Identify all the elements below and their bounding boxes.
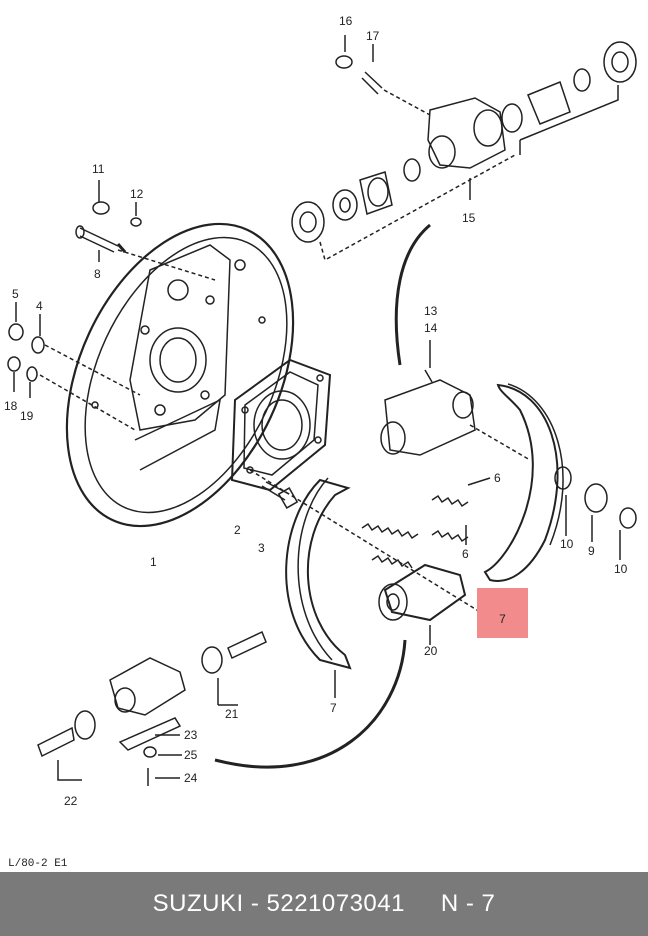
diagram-position: N - 7 — [440, 890, 496, 917]
callout-18: 18 — [4, 399, 18, 413]
callout-11: 11 — [92, 162, 105, 176]
callout-10-shoe: 10 — [560, 537, 574, 551]
brand-name: SUZUKI — [152, 890, 244, 917]
callout-13: 13 — [424, 304, 438, 318]
callout-20: 20 — [424, 644, 438, 658]
callout-4: 4 — [36, 299, 43, 313]
callout-5: 5 — [12, 287, 19, 301]
callout-23: 23 — [184, 728, 198, 742]
part-info-bar: SUZUKI - 5221073041 N - 7 — [0, 872, 648, 936]
callout-9: 9 — [588, 544, 595, 558]
drawing-reference: L/80-2 E1 — [8, 858, 68, 870]
brake-assembly-diagram: 16 17 15 11 12 8 5 4 18 19 13 14 6 6 10 … — [4, 14, 637, 808]
callout-25: 25 — [184, 748, 198, 762]
brake-shoe-right — [483, 383, 637, 582]
return-springs — [361, 477, 491, 569]
callout-labels: 16 17 15 11 12 8 5 4 18 19 13 14 6 6 10 … — [4, 14, 628, 808]
callout-19: 19 — [20, 409, 34, 423]
callout-3: 3 — [258, 541, 265, 555]
lower-adjuster-parts — [37, 630, 267, 786]
brake-cable — [214, 223, 431, 769]
callout-1: 1 — [150, 555, 157, 569]
backing-plate — [65, 222, 295, 528]
shoe-adjuster — [249, 424, 531, 645]
footer-gap — [405, 890, 441, 918]
flange-bolt — [261, 481, 299, 509]
callout-22: 22 — [64, 794, 78, 808]
brake-shoe-left — [285, 477, 352, 698]
callout-15: 15 — [462, 211, 476, 225]
part-number: 5221073041 — [266, 890, 405, 917]
callout-17: 17 — [366, 29, 380, 43]
callout-6-upper: 6 — [494, 471, 501, 485]
callout-21: 21 — [225, 707, 239, 721]
upper-wheel-cylinder-exploded — [291, 41, 637, 262]
callout-7: 7 — [330, 701, 337, 715]
highlighted-part-marker[interactable]: 7 — [477, 588, 528, 638]
callout-12: 12 — [130, 187, 144, 201]
highlighted-part-label: 7 — [499, 612, 506, 626]
mounting-bolt — [75, 180, 216, 281]
nuts-and-washers — [7, 302, 141, 431]
bleeder-screw — [335, 35, 431, 116]
callout-16: 16 — [339, 14, 353, 28]
callout-10-washer: 10 — [614, 562, 628, 576]
flange-gasket — [230, 358, 332, 492]
wheel-cylinder — [380, 340, 476, 456]
callout-24: 24 — [184, 771, 198, 785]
footer-separator: - — [243, 890, 267, 917]
callout-14: 14 — [424, 321, 438, 335]
callout-8: 8 — [94, 267, 101, 281]
callout-2: 2 — [234, 523, 241, 537]
callout-6-lower: 6 — [462, 547, 469, 561]
